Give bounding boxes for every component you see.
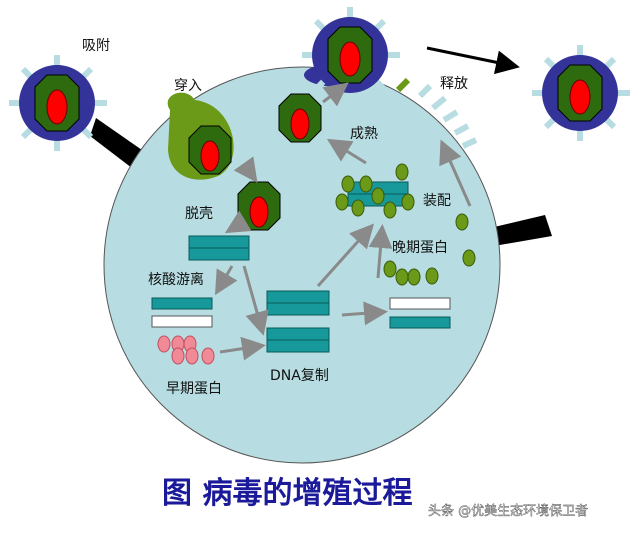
membrane-spikes	[417, 83, 478, 149]
capsid-penetration	[188, 125, 232, 175]
capsid-uncoating	[237, 181, 281, 231]
process-arrows	[214, 82, 472, 361]
label-penetration: 穿入	[174, 78, 202, 94]
late-proteins	[335, 163, 476, 286]
watermark: 头条 @优美生态环境保卫者	[428, 503, 588, 519]
receptor-left	[90, 118, 142, 168]
label-early-protein: 早期蛋白	[166, 381, 222, 397]
capsid-mature	[278, 93, 322, 143]
label-uncoating: 脱壳	[185, 205, 213, 222]
mrna	[151, 297, 451, 328]
receptor-right	[490, 215, 552, 246]
label-release: 释放	[440, 76, 468, 92]
label-late-protein: 晚期蛋白	[392, 240, 448, 256]
label-maturation: 成熟	[350, 126, 378, 142]
label-dna-replication: DNA复制	[270, 367, 329, 384]
virion-released	[532, 45, 630, 141]
label-nucleic-acid-free: 核酸游离	[148, 271, 204, 288]
release-arrow	[426, 46, 520, 75]
figure-title: 图 病毒的增殖过程	[162, 476, 412, 511]
label-adsorption: 吸附	[82, 38, 110, 54]
early-proteins	[157, 335, 215, 365]
label-assembly: 装配	[423, 193, 451, 209]
